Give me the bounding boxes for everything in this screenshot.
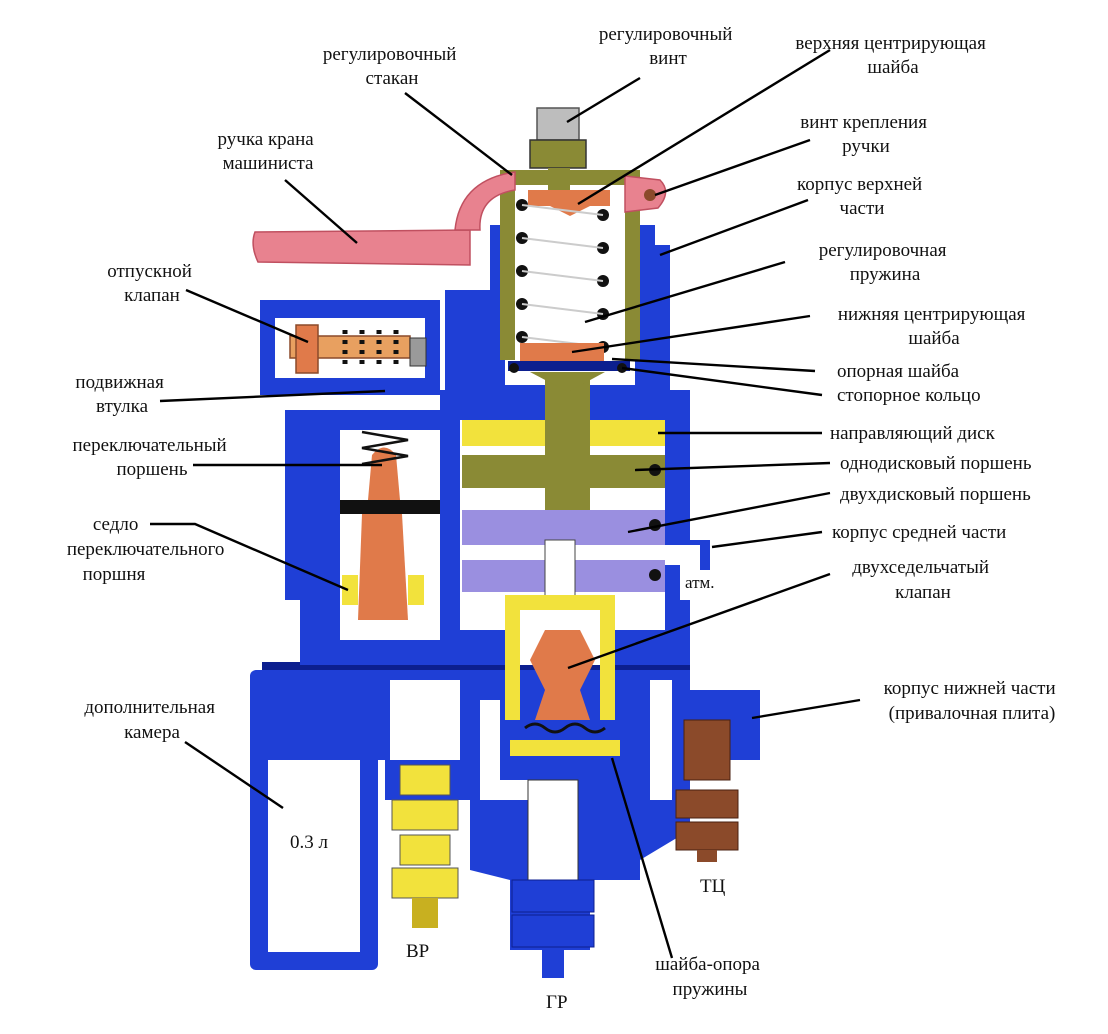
- switching-piston-seat-r: [408, 575, 424, 605]
- leader-upper-centering-washer: [577, 48, 831, 206]
- gr-fitting: [511, 779, 595, 978]
- double-seat-valve: [530, 630, 595, 720]
- switching-piston-body: [358, 514, 408, 620]
- label-double-seat-valve: двухседельчатый клапан: [852, 557, 994, 603]
- label-retaining-ring: стопорное кольцо: [837, 385, 981, 406]
- tc-fitting: [675, 719, 739, 862]
- leader-middle-body: [711, 530, 823, 549]
- double-disc-seal-2: [649, 569, 661, 581]
- release-valve-knob: [295, 324, 319, 374]
- label-support-washer: опорная шайба: [837, 361, 960, 382]
- label-handle-screw: винт крепления ручки: [800, 112, 931, 157]
- leader-support-washer: [611, 357, 816, 373]
- leader-double-disc-piston: [627, 491, 831, 534]
- leader-regulating-spring: [584, 260, 786, 324]
- valve-spring: [524, 722, 606, 734]
- driver-handle: [252, 229, 471, 266]
- label-middle-body: корпус средней части: [832, 522, 1006, 543]
- switching-piston-seal: [340, 500, 440, 514]
- switching-piston-spring: [361, 430, 409, 466]
- label-spring-support-washer: шайба-опора пружины: [655, 954, 765, 1000]
- label-release-valve: отпускной клапан: [107, 261, 196, 306]
- label-switching-piston: переключательный поршень: [73, 435, 232, 480]
- label-handle: ручка крана машиниста: [218, 129, 319, 174]
- leader-upper-body: [659, 198, 809, 257]
- lower-body-channel-2: [480, 700, 560, 800]
- leader-lines: [150, 48, 861, 959]
- leader-regulating-cup: [404, 92, 513, 176]
- leader-spring-support-washer: [610, 757, 674, 959]
- double-disc-piston: [462, 510, 665, 545]
- support-washer: [508, 361, 630, 371]
- leader-retaining-ring: [621, 366, 823, 397]
- label-atm: атм.: [685, 573, 715, 592]
- handle-screw: [644, 189, 656, 201]
- leader-additional-chamber: [184, 741, 284, 809]
- labels: регулировочный стакан регулировочный вин…: [67, 24, 1061, 1013]
- label-regulating-cup: регулировочный стакан: [323, 44, 461, 89]
- valve-seat: [505, 595, 615, 720]
- label-switching-piston-seat: седло переключательного поршня: [67, 514, 229, 585]
- label-volume: 0.3 л: [290, 832, 329, 853]
- regulating-screw-nut: [529, 139, 587, 169]
- label-regulating-screw: регулировочный винт: [599, 24, 737, 69]
- leader-release-valve: [185, 288, 309, 344]
- label-regulating-spring: регулировочная пружина: [819, 240, 952, 285]
- gasket: [262, 662, 690, 670]
- label-gr: ГР: [546, 992, 568, 1013]
- stem-cone: [530, 372, 605, 392]
- leader-movable-sleeve: [159, 389, 386, 403]
- vr-fitting: [391, 764, 459, 928]
- lower-body-channel: [390, 680, 460, 760]
- leader-lower-body: [751, 698, 861, 720]
- label-tc: ТЦ: [700, 876, 726, 897]
- single-disc-piston: [462, 455, 665, 488]
- label-additional-chamber: дополнительная камера: [84, 697, 219, 743]
- lower-body-channel-3: [650, 680, 672, 800]
- label-vr: ВР: [406, 941, 429, 962]
- label-single-disc-piston: однодисковый поршень: [840, 453, 1032, 474]
- leader-double-seat-valve: [567, 572, 831, 670]
- retaining-ring-left: [509, 363, 519, 373]
- driver-handle-yoke: [454, 171, 516, 231]
- label-lower-centering-washer: нижняя центрирующая шайба: [838, 304, 1030, 349]
- movable-sleeve: [409, 337, 427, 367]
- switching-piston: [368, 447, 400, 500]
- label-double-disc-piston: двухдисковый поршень: [840, 484, 1031, 505]
- label-upper-body: корпус верхней части: [797, 174, 927, 219]
- atm-channel: [655, 545, 700, 600]
- regulating-screw-head: [536, 107, 580, 141]
- switching-piston-seat: [342, 575, 358, 605]
- spring-support-washer: [510, 740, 620, 756]
- leader-handle: [284, 179, 358, 244]
- center-rod: [544, 539, 576, 601]
- leader-regulating-screw: [566, 76, 641, 124]
- leader-single-disc-piston: [634, 461, 831, 472]
- label-lower-body: корпус нижней части (привалочная плита): [884, 678, 1061, 724]
- label-guide-disc: направляющий диск: [830, 423, 996, 444]
- leader-switching-piston-seat: [150, 522, 349, 592]
- piston-stem: [545, 372, 590, 520]
- leader-handle-screw: [654, 138, 811, 197]
- label-movable-sleeve: подвижная втулка: [75, 372, 168, 417]
- valve-drawing: [250, 107, 760, 978]
- leader-lower-centering-washer: [571, 314, 811, 354]
- release-valve-spring: [342, 330, 399, 370]
- label-upper-centering-washer: верхняя центрирующая шайба: [795, 33, 990, 78]
- lower-body: [262, 665, 760, 950]
- lower-centering-washer: [520, 343, 604, 361]
